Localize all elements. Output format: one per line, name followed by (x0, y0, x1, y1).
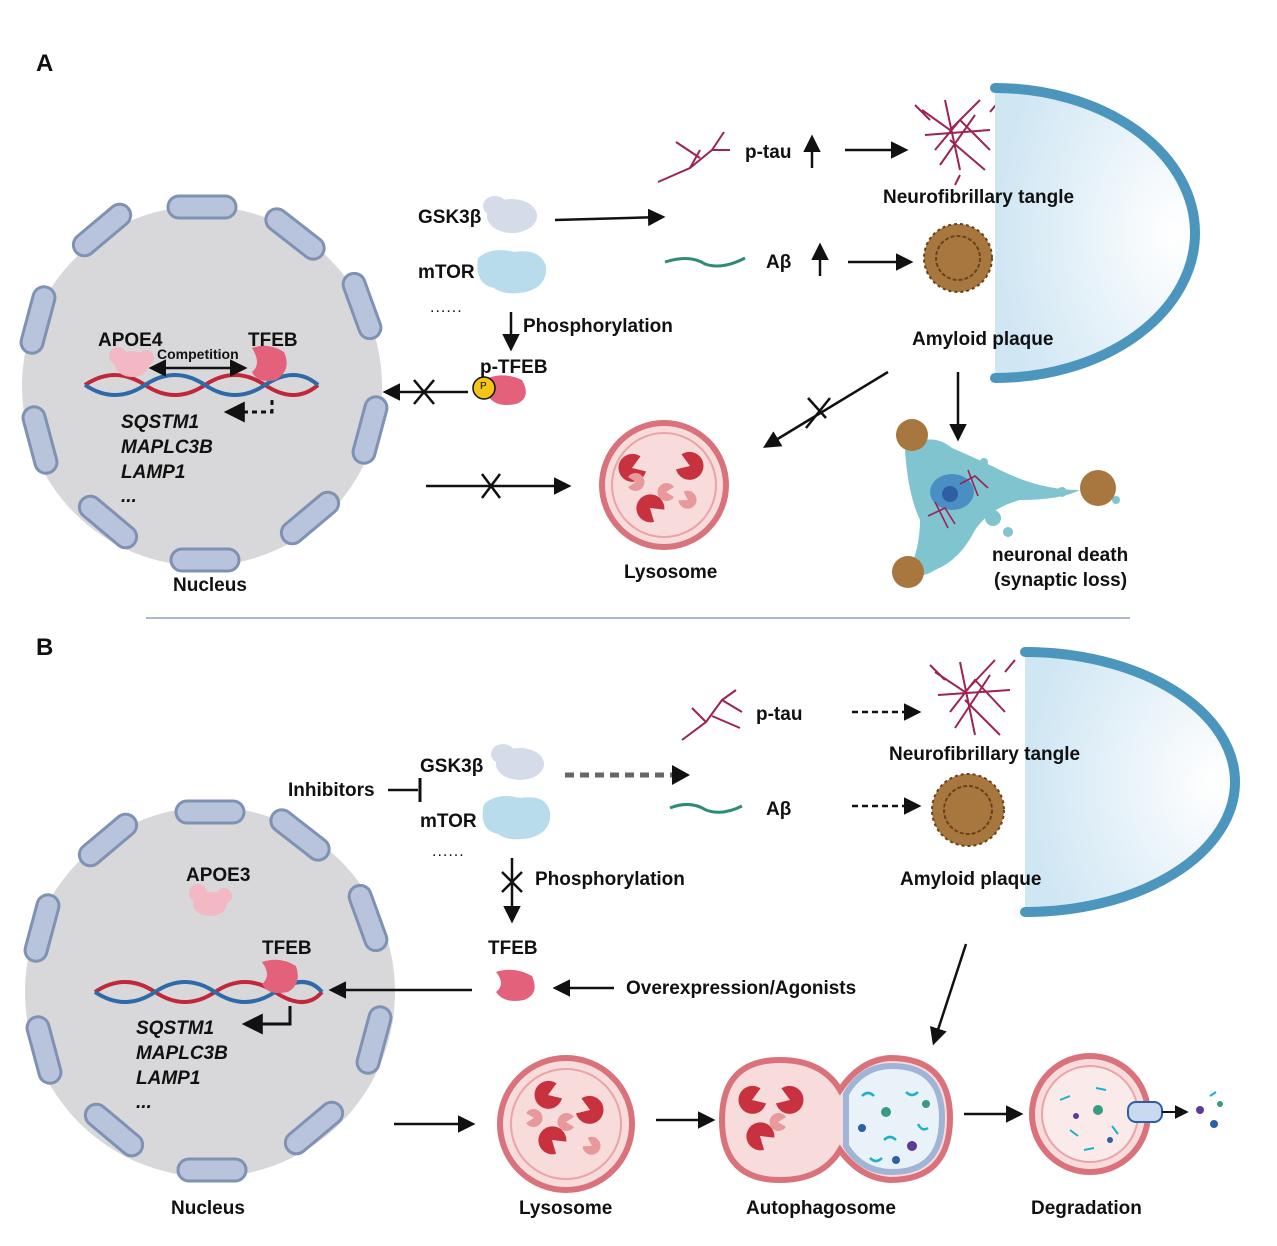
genes-b-4: ... (136, 1092, 152, 1113)
apoe4-label: APOE4 (98, 330, 163, 351)
p-tfeb-protein (488, 375, 526, 405)
mtor-protein-a (477, 250, 547, 294)
mtor-b-label: mTOR (420, 811, 477, 832)
nucleus-b (21, 799, 395, 1183)
gsk3b-protein-b (491, 744, 544, 780)
tfeb-protein-b (496, 969, 535, 1001)
cell-membrane-b (1025, 652, 1235, 912)
gsk3b-protein-a (483, 196, 537, 233)
plaque-b-label: Amyloid plaque (900, 869, 1042, 890)
genes-b-1: SQSTM1 (136, 1018, 215, 1039)
apoe3-protein (189, 884, 232, 916)
nucleus-a-label: Nucleus (173, 575, 247, 596)
lysosome-b-label: Lysosome (519, 1198, 613, 1219)
tfeb-a-label: TFEB (248, 330, 298, 351)
abeta-fiber-b (669, 803, 743, 814)
lysosome-a-label: Lysosome (624, 562, 718, 583)
dots-a: ...... (430, 299, 463, 316)
lysosome-b (497, 1055, 635, 1193)
abeta-b-label: Aβ (766, 799, 792, 820)
tangle-a-label: Neurofibrillary tangle (883, 187, 1075, 208)
amyloid-plaque-b (931, 773, 1005, 847)
degradation-label: Degradation (1031, 1198, 1142, 1219)
cell-membrane-a (995, 88, 1195, 378)
mtor-a-label: mTOR (418, 262, 475, 283)
p-tfeb-label: p-TFEB (480, 357, 548, 378)
neurofibrillary-tangle-b (929, 659, 1016, 736)
overexpression-label: Overexpression/Agonists (626, 978, 857, 999)
ptau-fiber-a (657, 131, 730, 183)
autophagosome-label: Autophagosome (746, 1198, 896, 1219)
abeta-fiber-a (664, 256, 746, 268)
neuronal-death-label: neuronal death (992, 545, 1129, 566)
genes-b-2: MAPLC3B (136, 1043, 228, 1064)
degradation-vesicle (1029, 1053, 1223, 1175)
ptau-fiber-b (681, 689, 743, 741)
plaque-a-label: Amyloid plaque (912, 329, 1054, 350)
apoe3-label: APOE3 (186, 865, 251, 886)
amyloid-plaque-a (923, 223, 993, 293)
genes-a-4: ... (121, 486, 137, 507)
genes-a-2: MAPLC3B (121, 437, 213, 458)
phosphorylation-b-label: Phosphorylation (535, 869, 685, 890)
autophagosome (718, 1054, 954, 1184)
panel-a-label: A (36, 50, 54, 77)
tfeb-protein-b-nucleus (262, 959, 298, 993)
genes-a-3: LAMP1 (121, 462, 186, 483)
ptau-a-label: p-tau (745, 142, 792, 163)
tangle-b-label: Neurofibrillary tangle (889, 744, 1081, 765)
lysosome-a (599, 420, 729, 550)
tfeb-b-label: TFEB (488, 938, 538, 959)
mtor-protein-b (482, 796, 551, 840)
dots-b: ...... (432, 843, 465, 860)
inhibitors-label: Inhibitors (288, 780, 375, 801)
tfeb-nucleus-b-label: TFEB (262, 938, 312, 959)
phospho-badge-label: P (480, 381, 487, 392)
competition-label: Competition (157, 346, 239, 362)
synaptic-loss-label: (synaptic loss) (994, 570, 1128, 591)
gsk3b-b-label: GSK3β (420, 756, 484, 777)
tfeb-protein-a (252, 345, 287, 381)
gsk3b-a-label: GSK3β (418, 207, 482, 228)
ptau-b-label: p-tau (756, 704, 803, 725)
nucleus-b-label: Nucleus (171, 1198, 245, 1219)
neurofibrillary-tangle-a (914, 99, 1001, 186)
phospho-badge (472, 376, 496, 400)
phosphorylation-a-label: Phosphorylation (523, 316, 673, 337)
dying-neuron (892, 419, 1120, 588)
abeta-a-label: Aβ (766, 252, 792, 273)
genes-a-1: SQSTM1 (121, 412, 200, 433)
panel-b-label: B (36, 634, 54, 661)
genes-b-3: LAMP1 (136, 1068, 201, 1089)
